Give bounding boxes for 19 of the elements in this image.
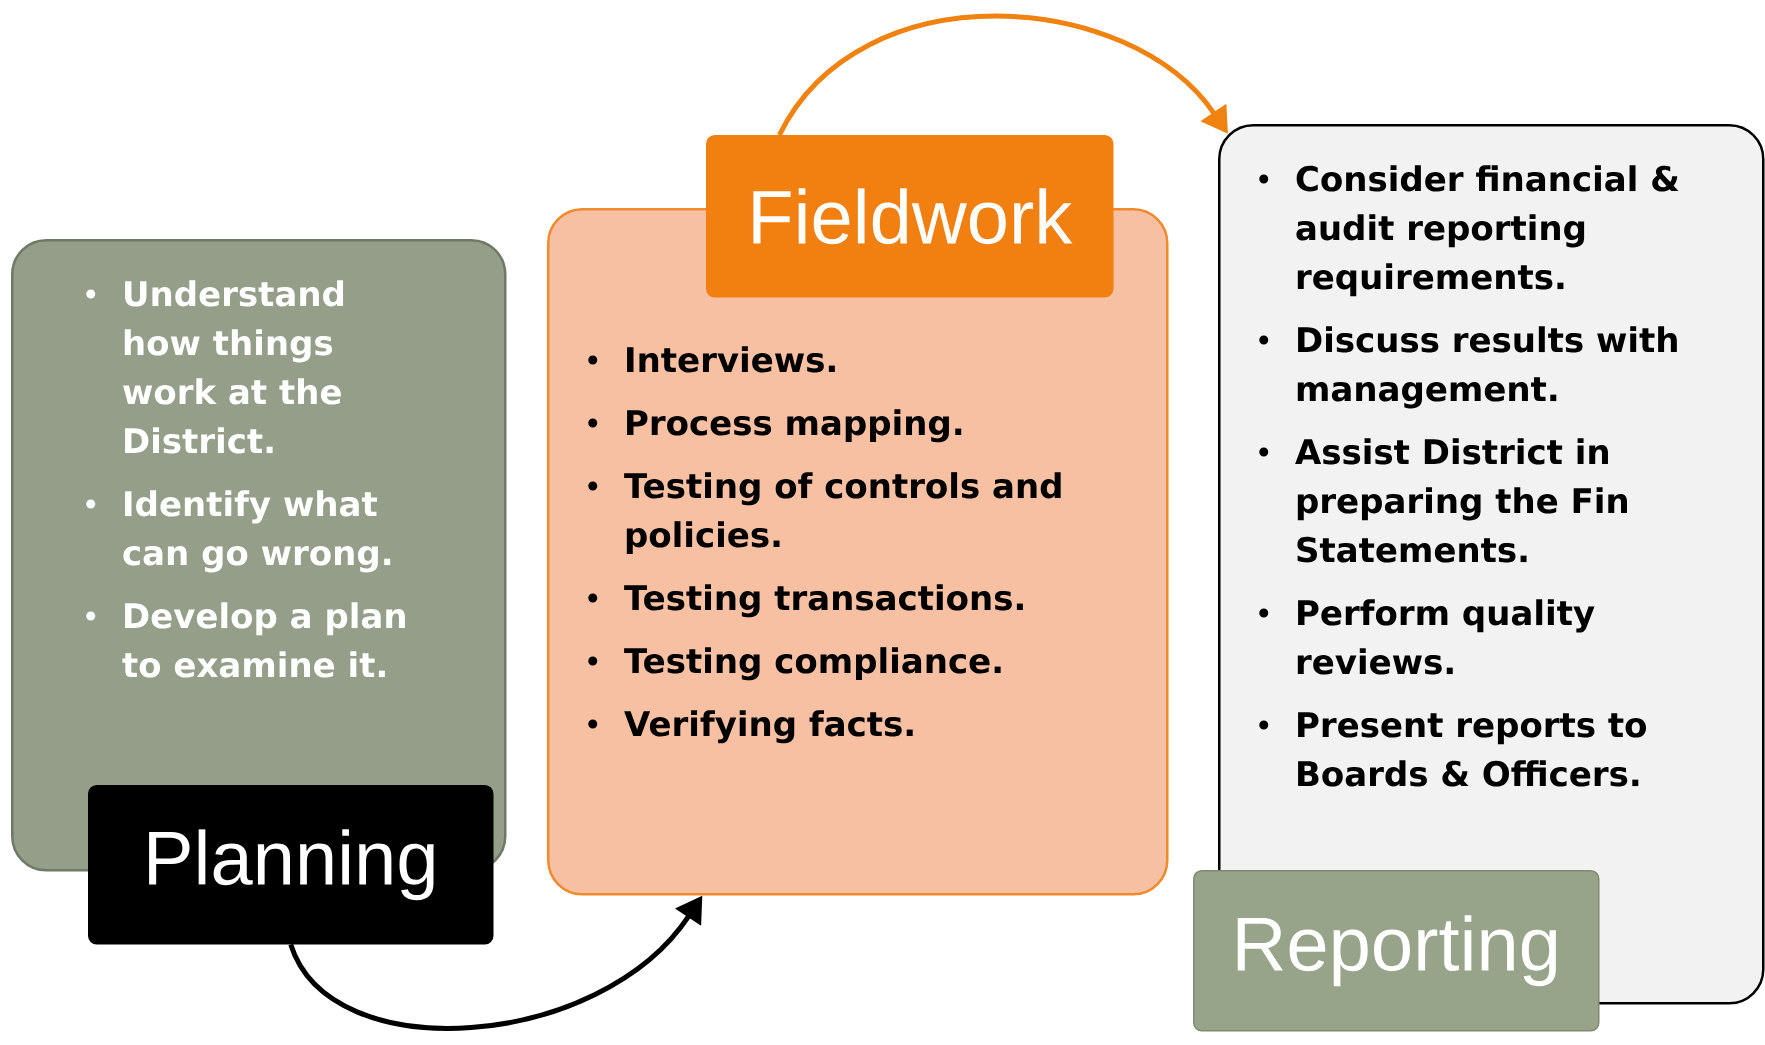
list-item: Testing compliance. [588, 647, 1001, 681]
process-panel [1218, 124, 1765, 1005]
list-item: Develop a plan to examine it. [86, 602, 405, 678]
list-item: Perform quality reviews. [1259, 599, 1595, 675]
list-item: Testing of controls and policies. [588, 472, 1061, 555]
list-item: Testing transactions. [588, 584, 1023, 618]
list-item: Present reports to Boards & Officers. [1259, 712, 1646, 787]
list-item: Identify what can go wrong. [86, 490, 391, 573]
list-item: Verifying facts. [588, 710, 913, 744]
list-item: Process mapping. [588, 409, 962, 443]
list-item: Discuss results with management. [1259, 326, 1677, 409]
list-item: Assist District in preparing the Fin Statements. [1259, 438, 1627, 563]
stage-label: Planning [88, 785, 494, 945]
curved-arrow [777, 13, 1228, 137]
list-item: Understand how things work at the District. [86, 280, 344, 454]
stage-label: Fieldwork [706, 135, 1114, 298]
list-item: Interviews. [588, 346, 835, 373]
stage-label: Reporting [1193, 870, 1600, 1032]
list-item: Consider financial & audit reporting requirements. [1259, 165, 1679, 297]
